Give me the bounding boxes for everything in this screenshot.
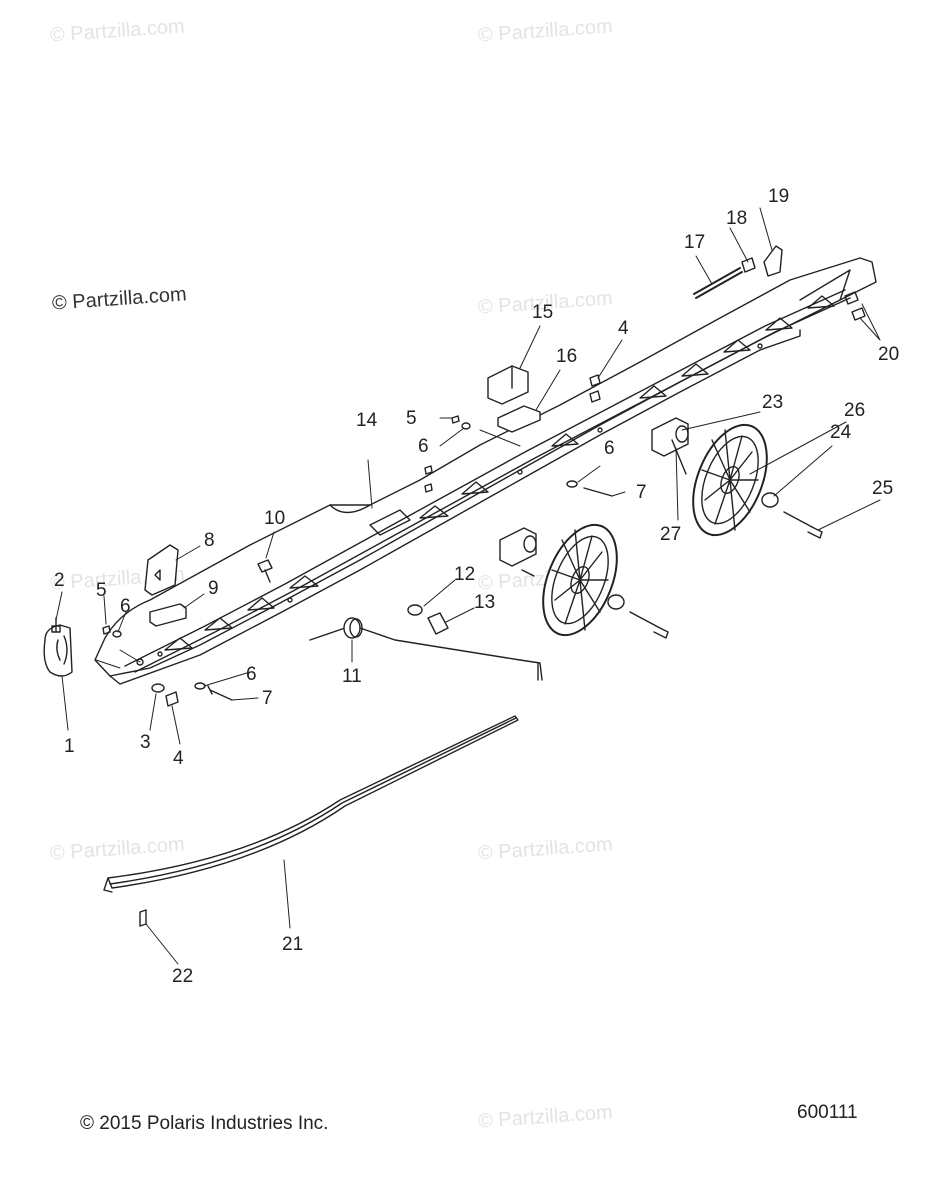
callout-14: 14	[356, 410, 378, 431]
callout-1: 1	[64, 736, 75, 757]
callout-12: 12	[454, 564, 475, 585]
callout-23: 23	[762, 392, 783, 413]
hyfax-slide	[103, 715, 519, 893]
callout-22: 22	[172, 966, 193, 987]
callout-5-mid: 5	[406, 408, 417, 429]
callout-9: 9	[208, 578, 219, 599]
idler-wheel-upper	[692, 423, 768, 537]
idler-wheel-lower	[542, 523, 618, 637]
rail-beam	[94, 257, 877, 685]
callout-15: 15	[532, 302, 553, 323]
callout-25: 25	[872, 478, 893, 499]
copyright-text: © 2015 Polaris Industries Inc.	[80, 1113, 329, 1134]
callout-4: 4	[173, 748, 184, 769]
callout-4-upper: 4	[618, 318, 629, 339]
callout-18: 18	[726, 208, 747, 229]
callout-5: 5	[96, 580, 107, 601]
callout-6-mid: 6	[418, 436, 429, 457]
callout-24: 24	[830, 422, 852, 443]
callout-8: 8	[204, 530, 215, 551]
callout-27: 27	[660, 524, 681, 545]
callout-7: 7	[262, 688, 273, 709]
callout-13: 13	[474, 592, 495, 613]
diagram-number: 600111	[797, 1102, 858, 1123]
stop-block	[487, 365, 529, 405]
callout-17: 17	[684, 232, 705, 253]
torsion-spring	[309, 617, 543, 681]
callout-6-right: 6	[604, 438, 615, 459]
callout-10: 10	[264, 508, 285, 529]
callout-6: 6	[120, 596, 131, 617]
callout-6-front: 6	[246, 664, 257, 685]
callout-19: 19	[768, 186, 789, 207]
callout-21: 21	[282, 934, 303, 955]
callout-11: 11	[342, 666, 362, 687]
callout-16: 16	[556, 346, 577, 367]
callout-7-right: 7	[636, 482, 647, 503]
callout-2: 2	[54, 570, 65, 591]
callout-20: 20	[878, 344, 899, 365]
callout-26: 26	[844, 400, 865, 421]
bumper-block	[144, 544, 179, 596]
callout-3: 3	[140, 732, 151, 753]
